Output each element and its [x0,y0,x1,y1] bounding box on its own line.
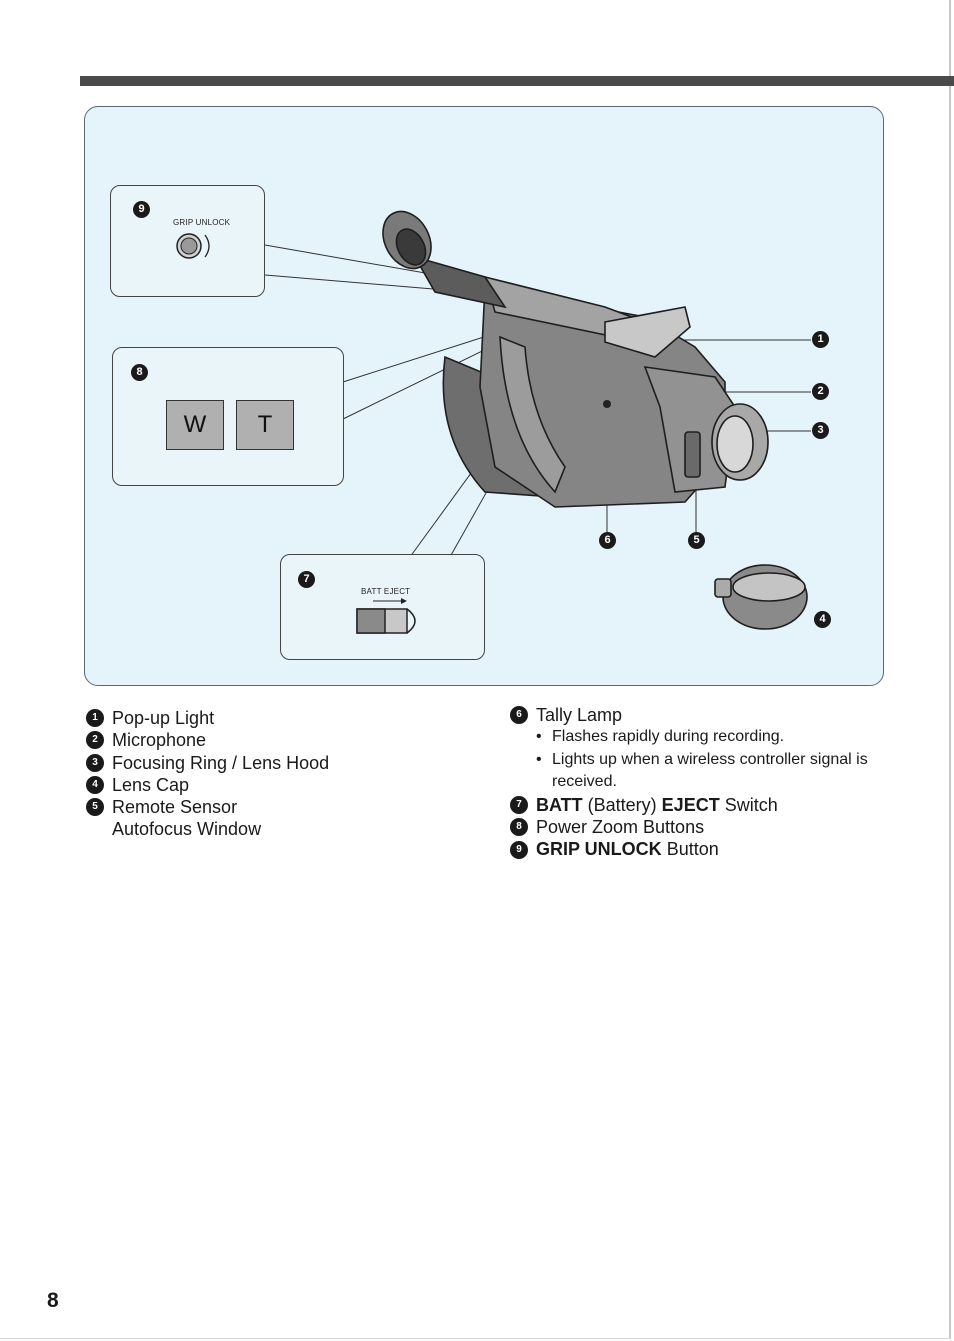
legend-item-5: 5 Remote Sensor [86,796,329,818]
batt-eject-label: BATT EJECT [361,587,411,596]
legend-text: Microphone [112,730,207,751]
bullet-text: Flashes rapidly during recording. [552,728,785,746]
legend-left: 1 Pop-up Light 2 Microphone 3 Focusing Ring… [86,707,329,841]
legend-marker: 7 [510,795,528,814]
grip-unlock-label: GRIP UNLOCK [173,218,231,227]
header-rule [80,76,954,86]
callout-power-zoom: 8 W T [112,347,344,486]
camcorder-illustration [264,210,811,630]
legend-text: Focusing Ring / Lens Hood [112,752,330,773]
legend-marker: 5 [86,798,104,817]
tally-bullet-1: •Flashes rapidly during recording. [510,726,868,749]
legend-marker: 6 [510,706,528,725]
legend-item-5-cont: Autofocus Window [112,819,262,840]
legend-text: Pop-up Light [112,708,215,728]
marker-1: 1 [812,331,829,348]
legend-marker: 8 [510,818,528,837]
legend-item-2: 2 Microphone [86,729,329,751]
legend-text-bold: EJECT [661,794,720,815]
legend-text-bold: BATT [536,794,583,815]
legend-marker: 4 [86,776,104,795]
legend-text: Tally Lamp [536,705,623,725]
marker-9: 9 [133,201,150,218]
batt-eject-switch-icon [356,598,416,634]
marker-5: 5 [688,532,705,549]
legend-text: Remote Sensor [112,797,238,818]
legend-text: Switch [719,794,778,815]
legend-text: Power Zoom Buttons [536,817,705,838]
marker-3: 3 [812,422,829,439]
legend-item-9: 9 GRIP UNLOCK Button [510,838,868,860]
legend-item-8: 8 Power Zoom Buttons [510,816,868,838]
marker-6: 6 [599,532,616,549]
legend-marker: 2 [86,731,104,750]
marker-8: 8 [131,364,148,381]
marker-4: 4 [814,611,831,628]
legend-text: Lens Cap [112,774,190,795]
legend-text-bold: GRIP UNLOCK [536,839,662,860]
legend-marker: 3 [86,753,104,772]
legend-text: Button [661,839,719,860]
zoom-w-button: W [166,400,224,450]
marker-7: 7 [298,571,315,588]
marker-2: 2 [812,383,829,400]
legend-text: (Battery) [582,794,662,815]
tally-bullet-2-cont: received. [552,773,617,791]
legend-right: 6 Tally Lamp •Flashes rapidly during reco… [510,704,868,861]
legend-item-4: 4 Lens Cap [86,774,329,796]
bullet-text: Lights up when a wireless controller sig… [552,750,868,768]
zoom-t-button: T [236,400,294,450]
callout-grip-unlock: 9 GRIP UNLOCK [110,185,265,297]
legend-item-6: 6 Tally Lamp [510,704,868,726]
legend-item-1: 1 Pop-up Light [86,707,329,729]
legend-item-7: 7 BATT (Battery) EJECT Switch [510,794,868,816]
tally-bullet-2: •Lights up when a wireless controller si… [510,749,868,772]
grip-unlock-button-icon [176,233,210,259]
legend-marker: 9 [510,840,528,859]
legend-marker: 1 [86,709,104,728]
legend-item-3: 3 Focusing Ring / Lens Hood [86,752,329,774]
camcorder-diagram: 9 GRIP UNLOCK 8 W T 7 BATT EJECT 1 2 3 6… [84,106,884,686]
page-number: 8 [47,1289,59,1312]
callout-batt-eject: 7 BATT EJECT [280,554,485,660]
